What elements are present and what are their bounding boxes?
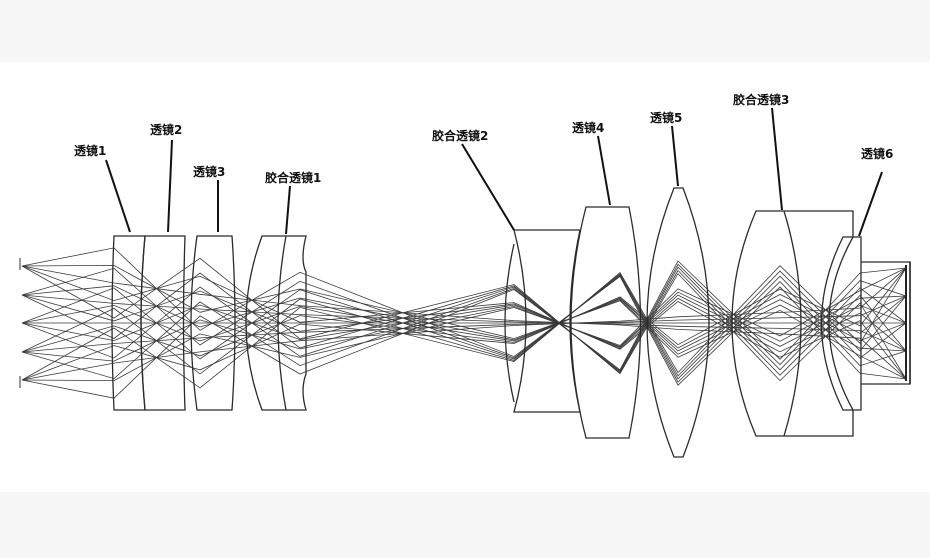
bottom-margin [0, 492, 930, 558]
leader-lens-1 [105, 159, 131, 233]
label-cemented-lens-2: 胶合透镜2 [432, 128, 488, 143]
cemented-lens-3 [731, 210, 854, 437]
ray [21, 294, 907, 357]
leader-cemented-lens-2 [461, 143, 515, 231]
label-cemented-lens-3: 胶合透镜3 [733, 92, 789, 107]
ray [21, 260, 907, 399]
leader-lens-5 [671, 125, 679, 187]
label-cemented-lens-1: 胶合透镜1 [265, 170, 321, 185]
label-lens-2: 透镜2 [150, 122, 182, 137]
label-lens-6: 透镜6 [861, 146, 893, 161]
lens-6 [820, 236, 862, 411]
ray-bundle [21, 247, 907, 399]
leader-cemented-lens-3 [771, 107, 783, 211]
lens-2 [140, 235, 186, 411]
leader-lens-2 [167, 139, 173, 233]
lens-5 [646, 187, 710, 458]
leader-lens-6 [858, 171, 883, 237]
lens-3 [190, 235, 236, 411]
cemented-lens-1 [245, 235, 307, 411]
label-lens-4: 透镜4 [572, 120, 604, 135]
label-lens-5: 透镜5 [650, 110, 682, 125]
leader-cemented-lens-1 [285, 185, 291, 235]
top-margin [0, 0, 930, 62]
label-lens-1: 透镜1 [74, 143, 106, 158]
ray [21, 267, 907, 383]
image-plane [861, 261, 911, 385]
ray [21, 265, 907, 389]
lens-4 [570, 206, 642, 439]
label-lens-3: 透镜3 [193, 164, 225, 179]
leader-lens-4 [597, 135, 611, 206]
